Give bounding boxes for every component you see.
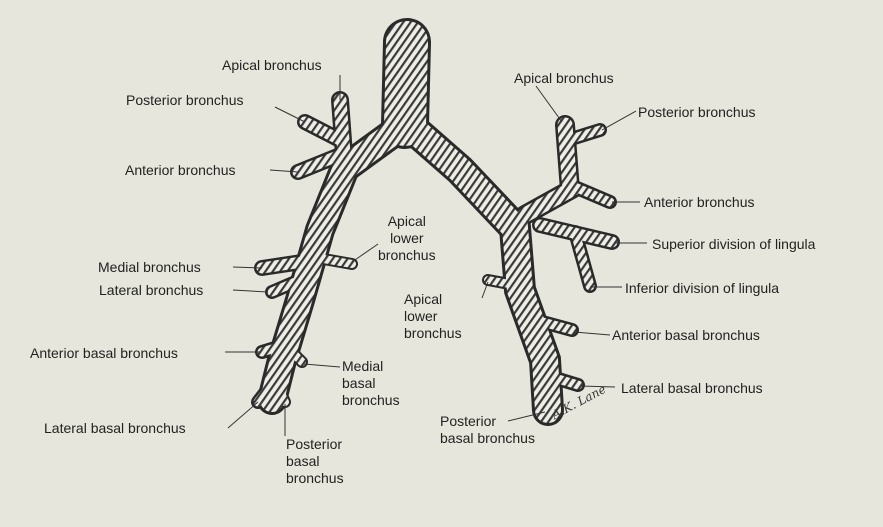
- label-right-apical-lower-line-2: lower: [378, 230, 436, 247]
- label-right-apical-lower-line-3: bronchus: [378, 247, 436, 264]
- label-right-anterior-basal-bronchus: Anterior basal bronchus: [30, 345, 178, 362]
- label-right-medial-bronchus: Medial bronchus: [98, 259, 201, 276]
- label-left-inferior-division-lingula: Inferior division of lingula: [625, 280, 779, 297]
- label-right-medial-basal-line-3: bronchus: [342, 392, 400, 409]
- label-left-anterior-basal-bronchus: Anterior basal bronchus: [612, 327, 760, 344]
- label-right-posterior-basal-line-2: basal: [286, 453, 344, 470]
- label-right-apical-lower-bronchus: Apical lower bronchus: [378, 213, 436, 264]
- label-left-posterior-basal-line-1: Posterior: [440, 413, 535, 430]
- label-right-posterior-basal-line-1: Posterior: [286, 436, 344, 453]
- label-right-lateral-basal-bronchus: Lateral basal bronchus: [44, 420, 186, 437]
- label-left-apical-bronchus: Apical bronchus: [514, 70, 614, 87]
- label-right-apical-lower-line-1: Apical: [378, 213, 436, 230]
- label-left-apical-lower-line-1: Apical: [404, 291, 462, 308]
- label-left-posterior-basal-line-2: basal bronchus: [440, 430, 535, 447]
- label-right-apical-bronchus: Apical bronchus: [222, 57, 322, 74]
- label-left-apical-lower-bronchus: Apical lower bronchus: [404, 291, 462, 342]
- label-right-anterior-bronchus: Anterior bronchus: [125, 162, 236, 179]
- label-right-posterior-bronchus: Posterior bronchus: [126, 92, 244, 109]
- label-left-lateral-basal-bronchus: Lateral basal bronchus: [621, 380, 763, 397]
- label-right-posterior-basal-bronchus: Posterior basal bronchus: [286, 436, 344, 487]
- label-right-lateral-bronchus: Lateral bronchus: [99, 282, 203, 299]
- label-left-anterior-bronchus: Anterior bronchus: [644, 194, 755, 211]
- label-left-posterior-bronchus: Posterior bronchus: [638, 104, 756, 121]
- label-left-posterior-basal-bronchus: Posterior basal bronchus: [440, 413, 535, 447]
- label-left-apical-lower-line-2: lower: [404, 308, 462, 325]
- label-right-medial-basal-line-2: basal: [342, 375, 400, 392]
- label-right-medial-basal-bronchus: Medial basal bronchus: [342, 358, 400, 409]
- label-right-medial-basal-line-1: Medial: [342, 358, 400, 375]
- label-left-apical-lower-line-3: bronchus: [404, 325, 462, 342]
- label-left-superior-division-lingula: Superior division of lingula: [652, 236, 815, 253]
- label-right-posterior-basal-line-3: bronchus: [286, 470, 344, 487]
